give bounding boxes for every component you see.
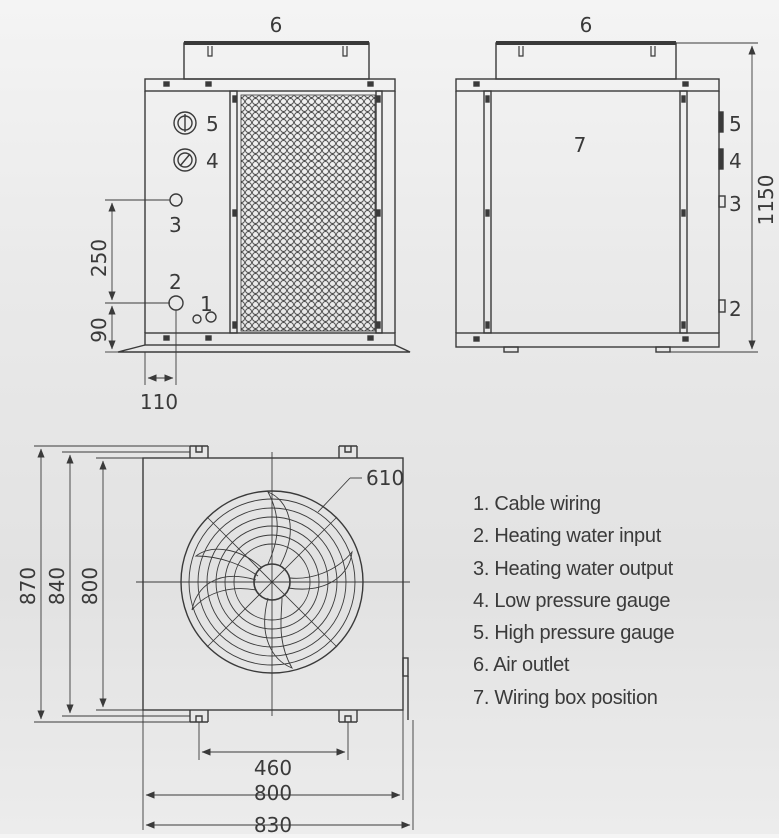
top-view-labels: 610 870 840 800 460 800 830 (16, 466, 404, 837)
legend-item-low-pressure: 4. Low pressure gauge (473, 589, 671, 612)
dim-840: 840 (45, 567, 69, 605)
top-view (34, 445, 414, 830)
front-label-2: 2 (169, 270, 182, 294)
side-air-outlet-label: 6 (580, 13, 593, 37)
front-air-outlet-label: 6 (270, 13, 283, 37)
legend-item-cable-wiring: 1. Cable wiring (473, 493, 601, 515)
side-label-2: 2 (729, 297, 742, 321)
dim-90: 90 (87, 317, 111, 342)
front-label-4: 4 (206, 149, 219, 173)
dim-800-horizontal: 800 (254, 781, 292, 805)
legend-item-air-outlet: 6. Air outlet (473, 654, 570, 677)
side-wiring-box-label: 7 (574, 133, 587, 157)
dim-800-vertical: 800 (78, 567, 102, 605)
side-label-3: 3 (729, 192, 742, 216)
dim-870: 870 (16, 567, 40, 605)
legend-item-high-pressure: 5. High pressure gauge (473, 622, 675, 645)
legend-item-water-input: 2. Heating water input (473, 525, 661, 548)
dim-110: 110 (140, 390, 178, 414)
dim-1150: 1150 (754, 175, 778, 226)
legend: 1. Cable wiring 2. Heating water input 3… (473, 488, 675, 714)
legend-item-wiring-box: 7. Wiring box position (473, 686, 658, 709)
front-view (105, 41, 411, 385)
side-view (455, 41, 758, 353)
side-view-labels: 6 7 5 4 3 2 1150 (574, 13, 778, 321)
front-label-3: 3 (169, 213, 182, 237)
legend-item-water-output: 3. Heating water output (473, 557, 673, 580)
fan-diameter-label: 610 (366, 466, 404, 490)
side-label-4: 4 (729, 149, 742, 173)
front-label-5: 5 (206, 112, 219, 136)
dim-830: 830 (254, 813, 292, 834)
front-view-labels: 6 5 4 3 2 1 250 90 110 (87, 13, 282, 414)
dim-460: 460 (254, 756, 292, 780)
front-label-1: 1 (200, 292, 213, 316)
side-label-5: 5 (729, 112, 742, 136)
dim-250: 250 (87, 239, 111, 277)
